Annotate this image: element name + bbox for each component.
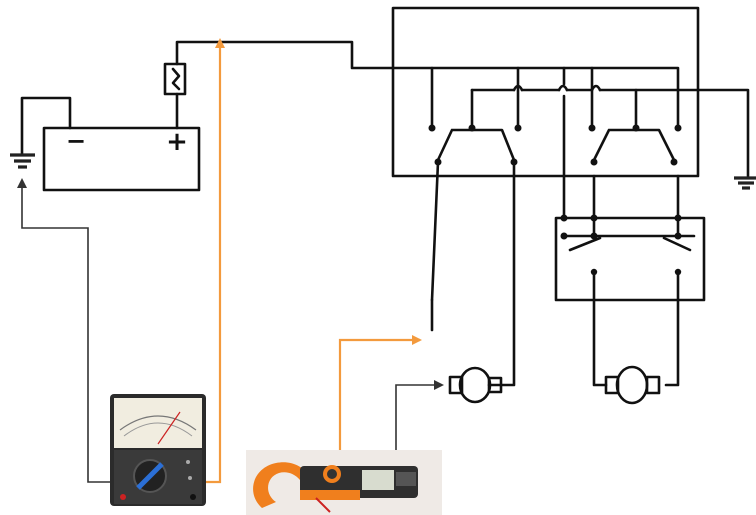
meter-positive-lead xyxy=(206,38,225,484)
motor-1 xyxy=(458,366,492,404)
clamp-negative-lead xyxy=(395,380,444,452)
relay-box-outline xyxy=(554,216,706,302)
switch-box-outline xyxy=(391,6,700,178)
motor-2 xyxy=(615,365,649,405)
switch-box xyxy=(391,6,750,218)
battery-negative-label: − xyxy=(66,127,86,155)
motor-2-circuit xyxy=(592,298,680,405)
motor-1-circuit xyxy=(430,160,516,404)
chassis-ground xyxy=(734,176,756,190)
fuse xyxy=(163,62,187,96)
analog-multimeter xyxy=(110,394,206,506)
battery-positive-label: + xyxy=(166,127,188,157)
positive-fused-wire xyxy=(175,40,395,130)
clamp-meter xyxy=(246,450,442,515)
probe-wires xyxy=(17,38,444,484)
relay-box xyxy=(554,174,706,302)
meter-negative-lead xyxy=(17,178,110,483)
clamp-positive-lead xyxy=(338,335,422,460)
battery: − + xyxy=(42,126,201,192)
battery-body xyxy=(42,126,201,192)
negative-ground-wire xyxy=(10,96,72,169)
